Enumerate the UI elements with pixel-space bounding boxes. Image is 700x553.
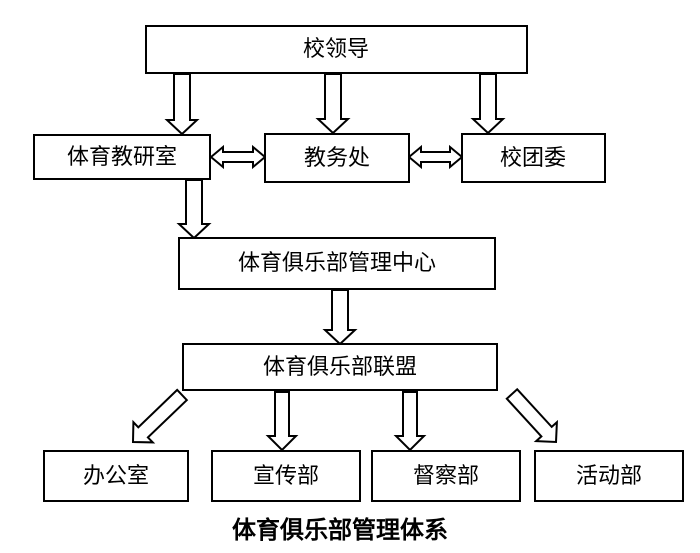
node-club-mgmt-center: 体育俱乐部管理中心 <box>178 237 496 290</box>
node-youth-league: 校团委 <box>461 133 606 183</box>
node-pe-research-office-label: 体育教研室 <box>67 145 177 170</box>
node-club-alliance-label: 体育俱乐部联盟 <box>263 355 417 380</box>
node-publicity-dept: 宣传部 <box>211 450 361 502</box>
node-activity-dept: 活动部 <box>534 450 684 502</box>
node-youth-league-label: 校团委 <box>500 146 566 171</box>
node-supervision-dept-label: 督察部 <box>413 464 479 489</box>
arrow-alliance-to-publicity <box>265 391 299 452</box>
node-school-leadership-label: 校领导 <box>303 37 369 62</box>
arrow-leadership-to-academic-affairs <box>315 73 351 135</box>
arrow-mgmt-center-to-alliance <box>322 289 358 346</box>
node-supervision-dept: 督察部 <box>371 450 521 502</box>
node-club-mgmt-center-label: 体育俱乐部管理中心 <box>238 251 436 276</box>
arrow-leadership-to-youth-league <box>470 73 506 135</box>
arrows-layer <box>131 73 559 452</box>
node-office: 办公室 <box>43 450 189 502</box>
arrow-leadership-to-pe-research <box>164 73 200 136</box>
node-academic-affairs: 教务处 <box>264 133 410 183</box>
arrow-alliance-to-activity <box>505 387 559 444</box>
node-office-label: 办公室 <box>83 464 149 489</box>
node-club-alliance: 体育俱乐部联盟 <box>182 343 498 391</box>
node-school-leadership: 校领导 <box>145 25 528 74</box>
node-academic-affairs-label: 教务处 <box>304 146 370 171</box>
arrow-alliance-to-supervision <box>393 391 427 452</box>
arrow-academic-affairs-youth-league <box>407 144 464 170</box>
node-pe-research-office: 体育教研室 <box>33 134 211 180</box>
arrow-alliance-to-office <box>131 388 189 444</box>
arrow-pe-research-academic-affairs <box>209 144 267 170</box>
node-activity-dept-label: 活动部 <box>576 464 642 489</box>
diagram-caption: 体育俱乐部管理体系 <box>232 516 448 544</box>
arrow-pe-research-to-mgmt-center <box>176 179 212 240</box>
node-publicity-dept-label: 宣传部 <box>253 464 319 489</box>
